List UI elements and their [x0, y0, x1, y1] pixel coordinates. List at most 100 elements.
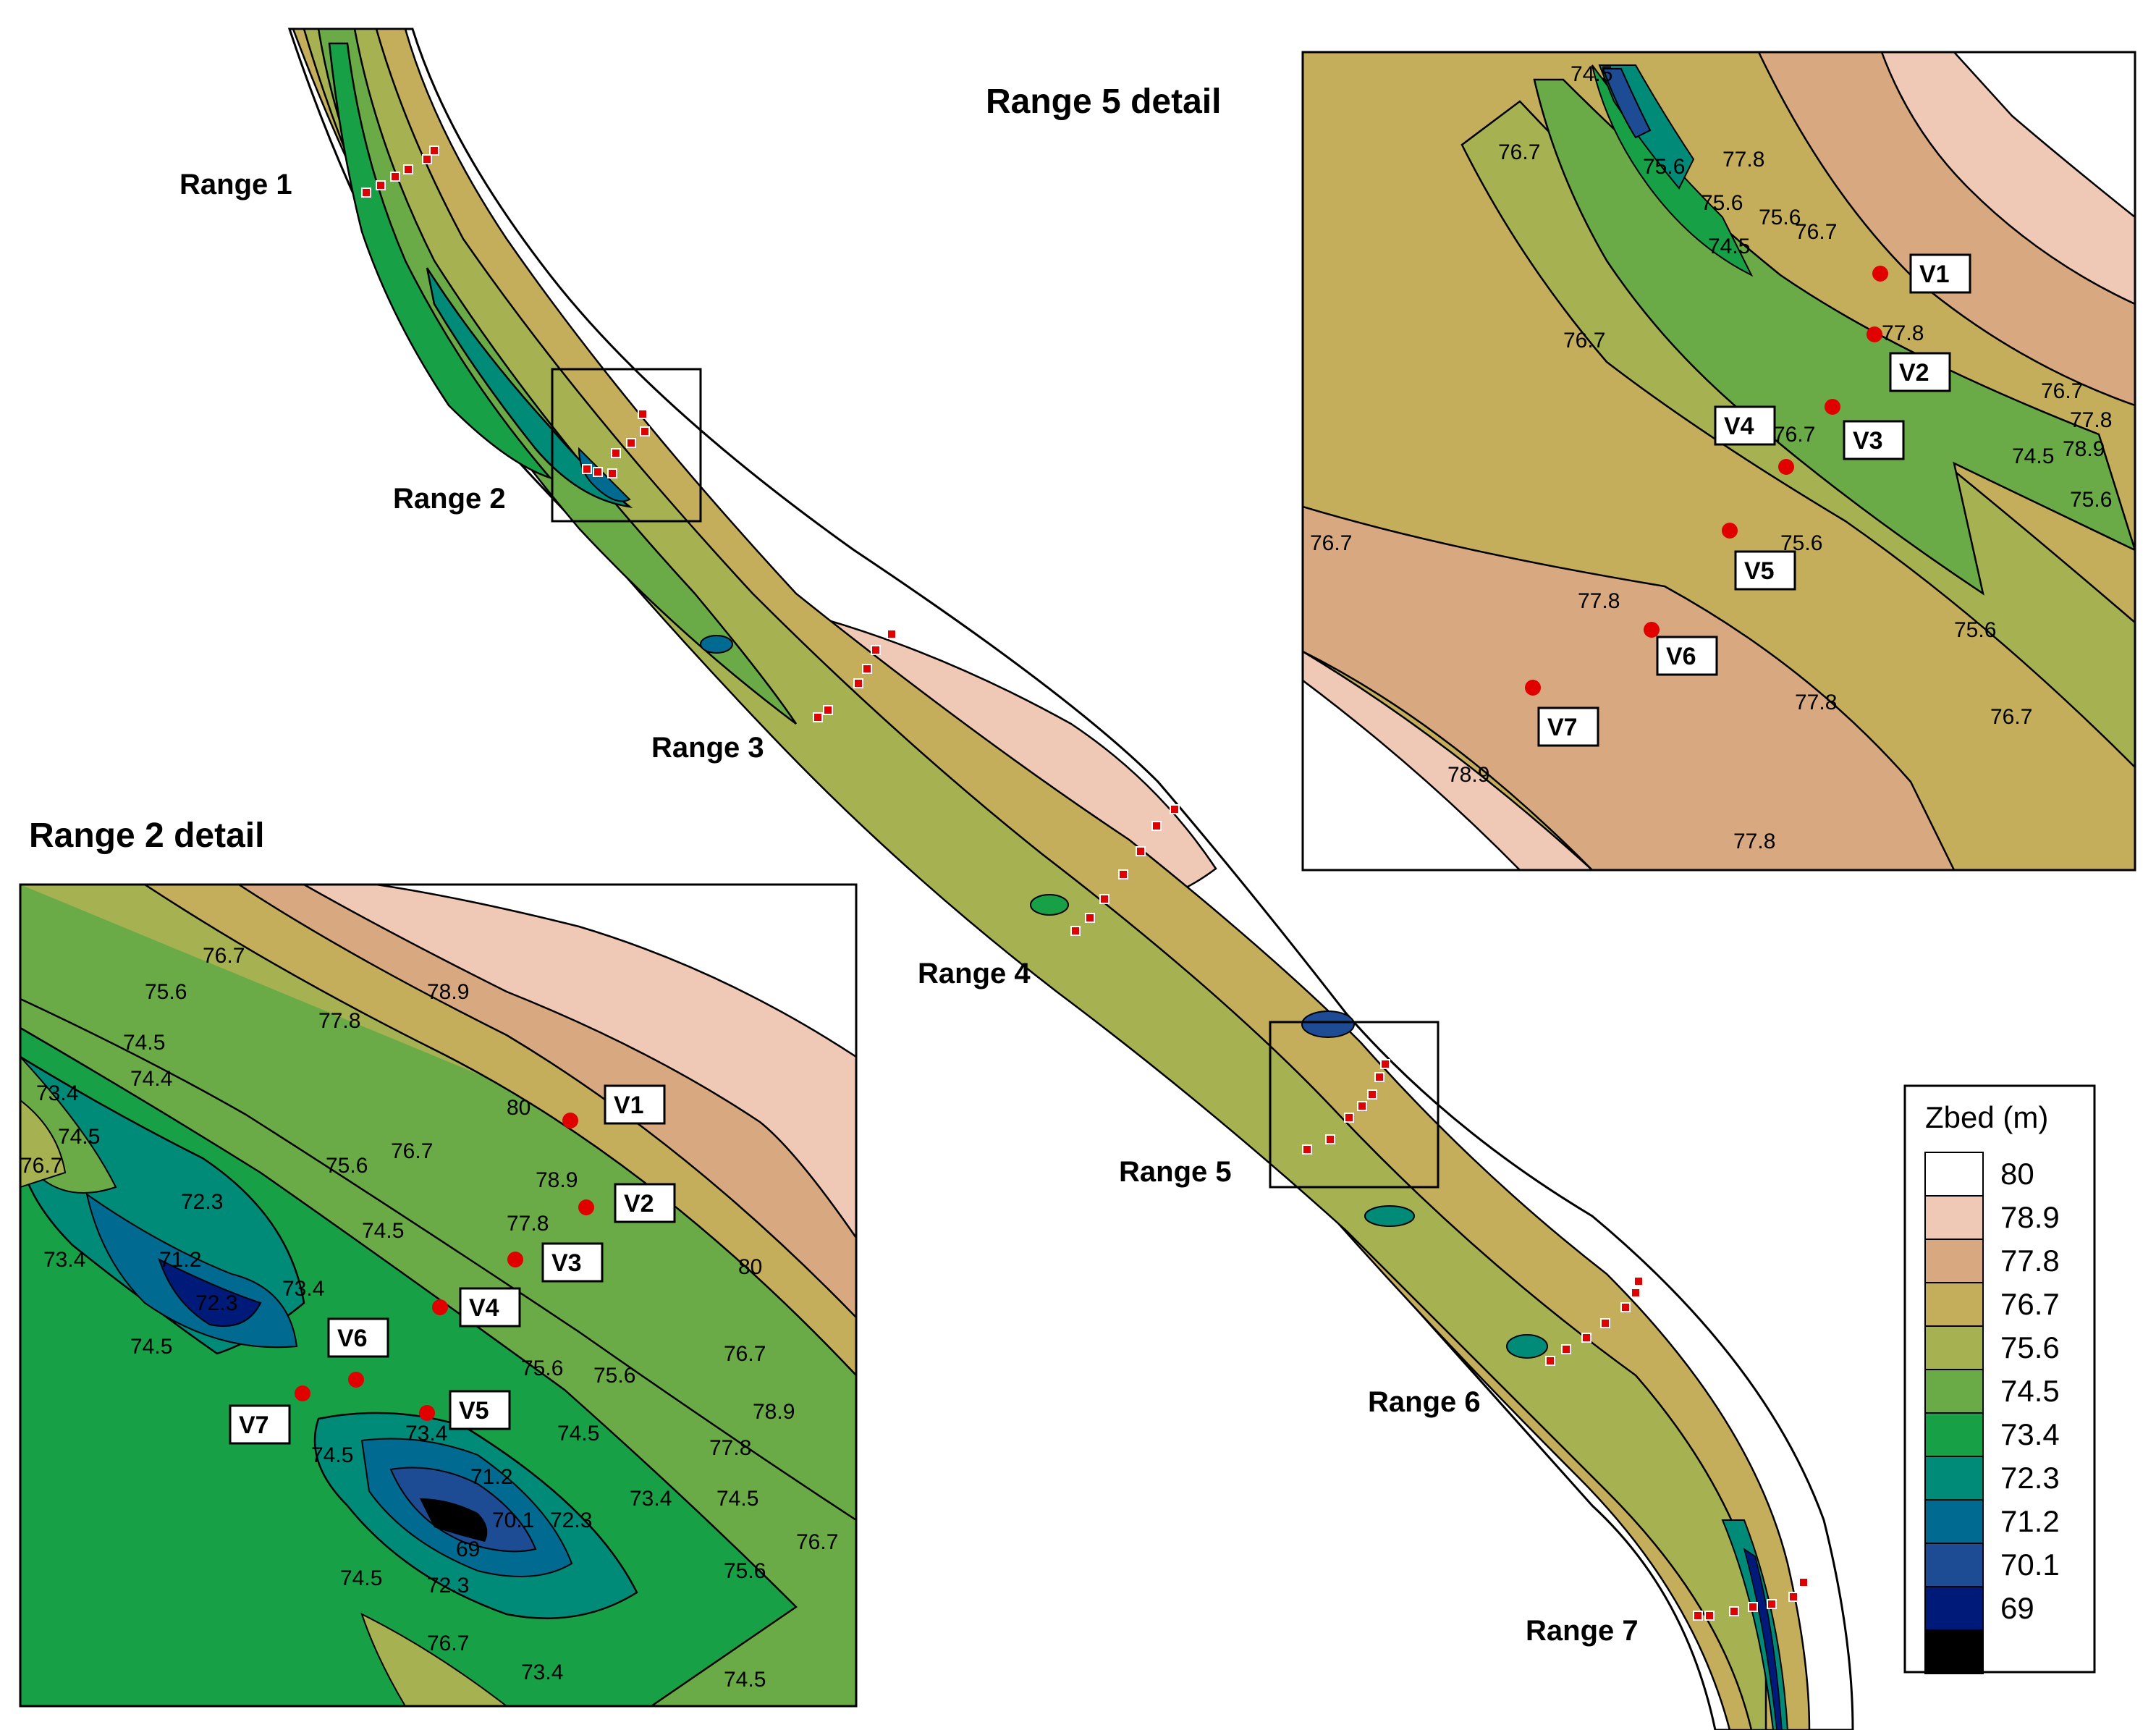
svg-text:76.7: 76.7	[724, 1342, 766, 1366]
range2-contour-labels: 76.7 75.6 74.5 74.4 73.4 74.5 76.7 78.9 …	[20, 944, 838, 1692]
svg-text:73.4: 73.4	[521, 1661, 563, 1684]
svg-text:78.9: 78.9	[2063, 437, 2105, 461]
svg-text:77.8: 77.8	[1795, 691, 1837, 714]
svg-text:76.7: 76.7	[203, 944, 245, 968]
svg-text:74.5: 74.5	[340, 1566, 382, 1590]
svg-text:V4: V4	[469, 1294, 499, 1322]
range-points	[361, 145, 1809, 1621]
svg-text:75.6: 75.6	[521, 1356, 563, 1380]
svg-text:V4: V4	[1724, 413, 1754, 440]
svg-text:V2: V2	[1899, 359, 1929, 387]
range-label-5: Range 5	[1119, 1156, 1232, 1188]
svg-text:V3: V3	[1853, 427, 1883, 455]
svg-text:74.5: 74.5	[1571, 62, 1612, 86]
range2-detail-panel: 76.7 75.6 74.5 74.4 73.4 74.5 76.7 78.9 …	[19, 883, 858, 1708]
legend-swatch	[1924, 1412, 1984, 1457]
range-label-6: Range 6	[1368, 1386, 1481, 1418]
svg-text:76.7: 76.7	[20, 1154, 62, 1178]
svg-text:V1: V1	[614, 1092, 644, 1119]
svg-text:74.5: 74.5	[311, 1443, 353, 1467]
range-label-7: Range 7	[1526, 1615, 1639, 1647]
legend-label: 80	[2000, 1157, 2034, 1191]
legend-label: 78.9	[2000, 1200, 2060, 1234]
svg-text:80: 80	[738, 1255, 762, 1279]
svg-text:78.9: 78.9	[1447, 763, 1489, 787]
legend-swatch	[1924, 1543, 1984, 1587]
svg-text:72.3: 72.3	[195, 1291, 237, 1315]
svg-text:80: 80	[507, 1096, 530, 1120]
svg-text:V6: V6	[1666, 643, 1696, 670]
svg-text:78.9: 78.9	[427, 980, 469, 1004]
svg-text:76.7: 76.7	[427, 1632, 469, 1655]
svg-text:77.8: 77.8	[1882, 321, 1924, 345]
scour-hole-range3	[700, 635, 733, 654]
legend-label: 73.4	[2000, 1417, 2060, 1451]
svg-text:76.7: 76.7	[1310, 531, 1352, 555]
legend: Zbed (m) 8078.977.876.775.674.573.472.37…	[1903, 1084, 2096, 1674]
svg-text:V1: V1	[1919, 261, 1950, 288]
channel-72-3	[426, 267, 633, 508]
scour-hole-mid	[1364, 1205, 1415, 1227]
svg-text:74.5: 74.5	[130, 1335, 172, 1359]
svg-text:74.5: 74.5	[123, 1031, 165, 1055]
svg-text:76.7: 76.7	[1773, 423, 1815, 447]
svg-text:V2: V2	[624, 1190, 654, 1218]
svg-text:75.6: 75.6	[724, 1559, 766, 1583]
svg-text:73.4: 73.4	[36, 1081, 78, 1105]
svg-text:75.6: 75.6	[2070, 488, 2112, 512]
svg-text:76.7: 76.7	[391, 1139, 433, 1163]
svg-text:V6: V6	[337, 1325, 368, 1352]
range5-detail-box	[1269, 1021, 1440, 1189]
svg-text:76.7: 76.7	[1990, 705, 2032, 729]
svg-text:74.5: 74.5	[2012, 444, 2054, 468]
svg-text:76.7: 76.7	[1498, 140, 1540, 164]
svg-text:75.6: 75.6	[145, 980, 187, 1004]
svg-text:75.6: 75.6	[1643, 155, 1685, 179]
svg-text:74.5: 74.5	[362, 1219, 404, 1243]
svg-text:73.4: 73.4	[630, 1487, 672, 1511]
svg-text:77.8: 77.8	[709, 1436, 751, 1460]
svg-text:72.3: 72.3	[427, 1574, 469, 1598]
legend-swatch	[1924, 1282, 1984, 1327]
svg-text:75.6: 75.6	[1954, 618, 1996, 642]
range-label-4: Range 4	[918, 958, 1031, 990]
range5-detail-title: Range 5 detail	[986, 83, 1221, 121]
svg-text:75.6: 75.6	[326, 1154, 368, 1178]
legend-label: 77.8	[2000, 1244, 2060, 1278]
svg-text:V7: V7	[1547, 714, 1578, 741]
svg-text:77.8: 77.8	[1722, 148, 1764, 172]
legend-label: 70.1	[2000, 1548, 2060, 1582]
range2-stations: V1 V2 V3 V4 V5 V6 V7	[229, 1084, 676, 1445]
svg-text:70.1: 70.1	[492, 1509, 534, 1532]
svg-text:76.7: 76.7	[1563, 329, 1605, 353]
svg-text:75.6: 75.6	[1759, 206, 1801, 229]
legend-label: 69	[2000, 1591, 2034, 1625]
svg-text:77.8: 77.8	[1578, 589, 1620, 613]
svg-text:74.5: 74.5	[716, 1487, 758, 1511]
svg-text:74.4: 74.4	[130, 1067, 172, 1091]
legend-label: 75.6	[2000, 1330, 2060, 1364]
legend-swatch	[1924, 1152, 1984, 1197]
svg-text:71.2: 71.2	[159, 1248, 201, 1272]
svg-text:75.6: 75.6	[593, 1364, 635, 1388]
range5-detail-panel: 74.5 75.6 75.6 76.7 76.7 77.8 77.8 74.5 …	[1301, 51, 2136, 872]
legend-swatch	[1924, 1239, 1984, 1283]
range-label-1: Range 1	[179, 169, 292, 201]
svg-text:69: 69	[456, 1537, 480, 1561]
svg-text:74.5: 74.5	[58, 1125, 100, 1149]
legend-swatch	[1924, 1499, 1984, 1544]
scour-hole-range6	[1506, 1334, 1548, 1359]
svg-text:77.8: 77.8	[507, 1212, 549, 1236]
legend-swatch	[1924, 1325, 1984, 1370]
legend-swatch	[1924, 1369, 1984, 1414]
range5-stations: V1 V2 V3 V4 V5 V6 V7	[1525, 253, 1971, 747]
svg-text:V3: V3	[551, 1249, 582, 1277]
svg-text:74.5: 74.5	[557, 1422, 599, 1446]
legend-label: 71.2	[2000, 1504, 2060, 1538]
range-label-2: Range 2	[393, 483, 506, 515]
svg-text:74.5: 74.5	[1708, 235, 1750, 258]
legend-label: 74.5	[2000, 1374, 2060, 1408]
range2-detail-box	[551, 368, 702, 523]
legend-label: 76.7	[2000, 1287, 2060, 1321]
legend-label: 72.3	[2000, 1461, 2060, 1495]
